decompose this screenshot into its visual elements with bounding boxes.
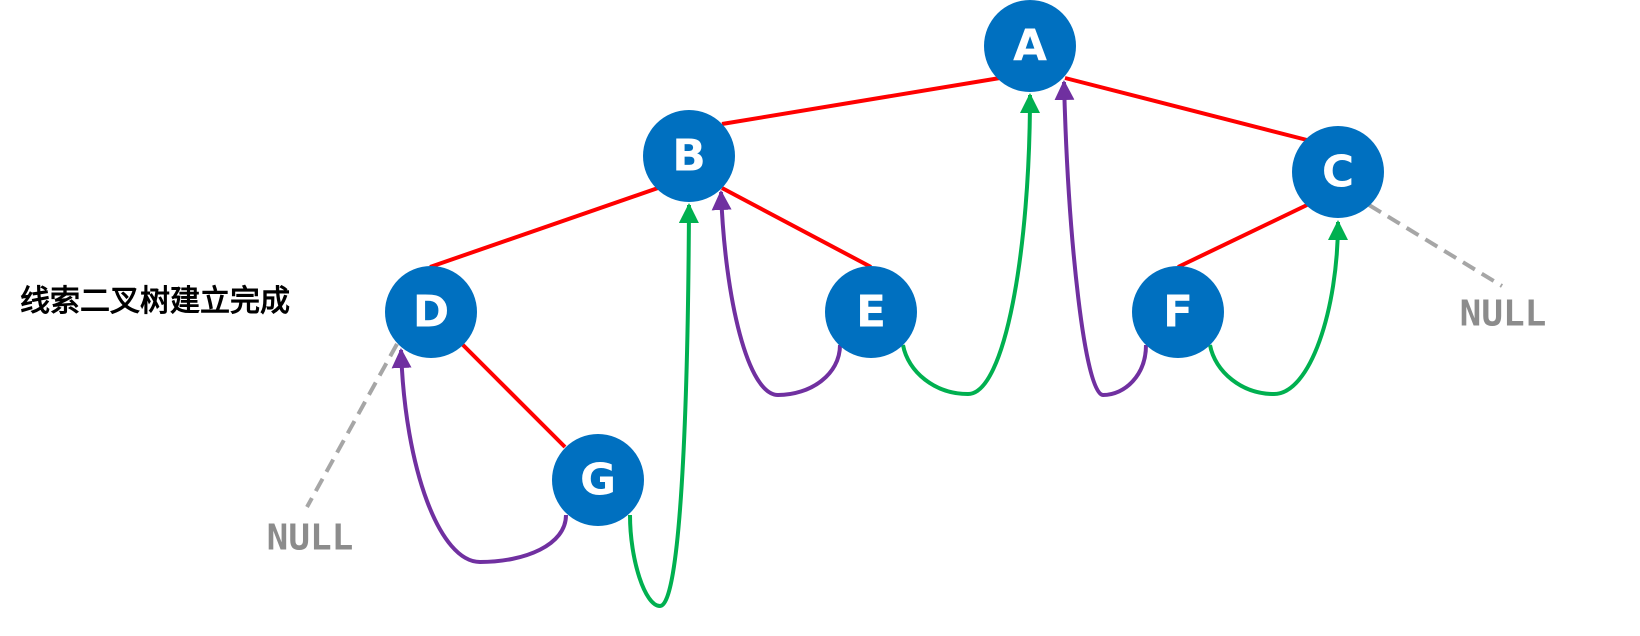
thread-g-to-d xyxy=(391,348,568,565)
null-label-left: NULL xyxy=(267,518,354,559)
node-a-label: A xyxy=(1013,21,1047,72)
thread-g-to-b xyxy=(628,203,699,609)
null-label-right: NULL xyxy=(1460,294,1547,335)
node-c: C xyxy=(1292,126,1384,218)
thread-f-to-a xyxy=(1054,80,1148,398)
edge-b-e xyxy=(721,186,872,269)
node-b-label: B xyxy=(672,131,706,182)
tree-edges xyxy=(429,76,1308,449)
node-f-label: F xyxy=(1163,287,1193,338)
node-d-label: D xyxy=(413,287,450,338)
node-a-circle xyxy=(984,0,1076,92)
edge-a-c xyxy=(1064,76,1308,142)
diagram-caption: 线索二叉树建立完成 xyxy=(20,284,290,319)
null-thread-d xyxy=(305,343,399,508)
successor-threads xyxy=(628,93,1348,609)
node-c-circle xyxy=(1292,126,1384,218)
node-g-label: G xyxy=(580,455,616,506)
thread-e-to-a xyxy=(901,93,1040,397)
node-a: A xyxy=(984,0,1076,92)
node-f: F xyxy=(1132,266,1224,358)
edge-d-g xyxy=(460,342,567,449)
node-e-label: E xyxy=(856,287,886,338)
node-e: E xyxy=(825,266,917,358)
node-g-circle xyxy=(552,434,644,526)
node-c-label: C xyxy=(1322,147,1354,198)
node-d: D xyxy=(385,266,477,358)
edge-b-d xyxy=(429,186,659,269)
thread-e-to-b xyxy=(711,190,842,398)
node-e-circle xyxy=(825,266,917,358)
null-threads xyxy=(305,203,1504,508)
node-g: G xyxy=(552,434,644,526)
node-b-circle xyxy=(643,110,735,202)
node-b: B xyxy=(643,110,735,202)
edge-c-f xyxy=(1177,203,1308,269)
node-f-circle xyxy=(1132,266,1224,358)
node-d-circle xyxy=(385,266,477,358)
thread-f-to-c xyxy=(1208,220,1348,397)
predecessor-threads xyxy=(391,80,1148,565)
null-thread-c xyxy=(1367,203,1504,288)
edge-a-b xyxy=(721,76,1001,126)
